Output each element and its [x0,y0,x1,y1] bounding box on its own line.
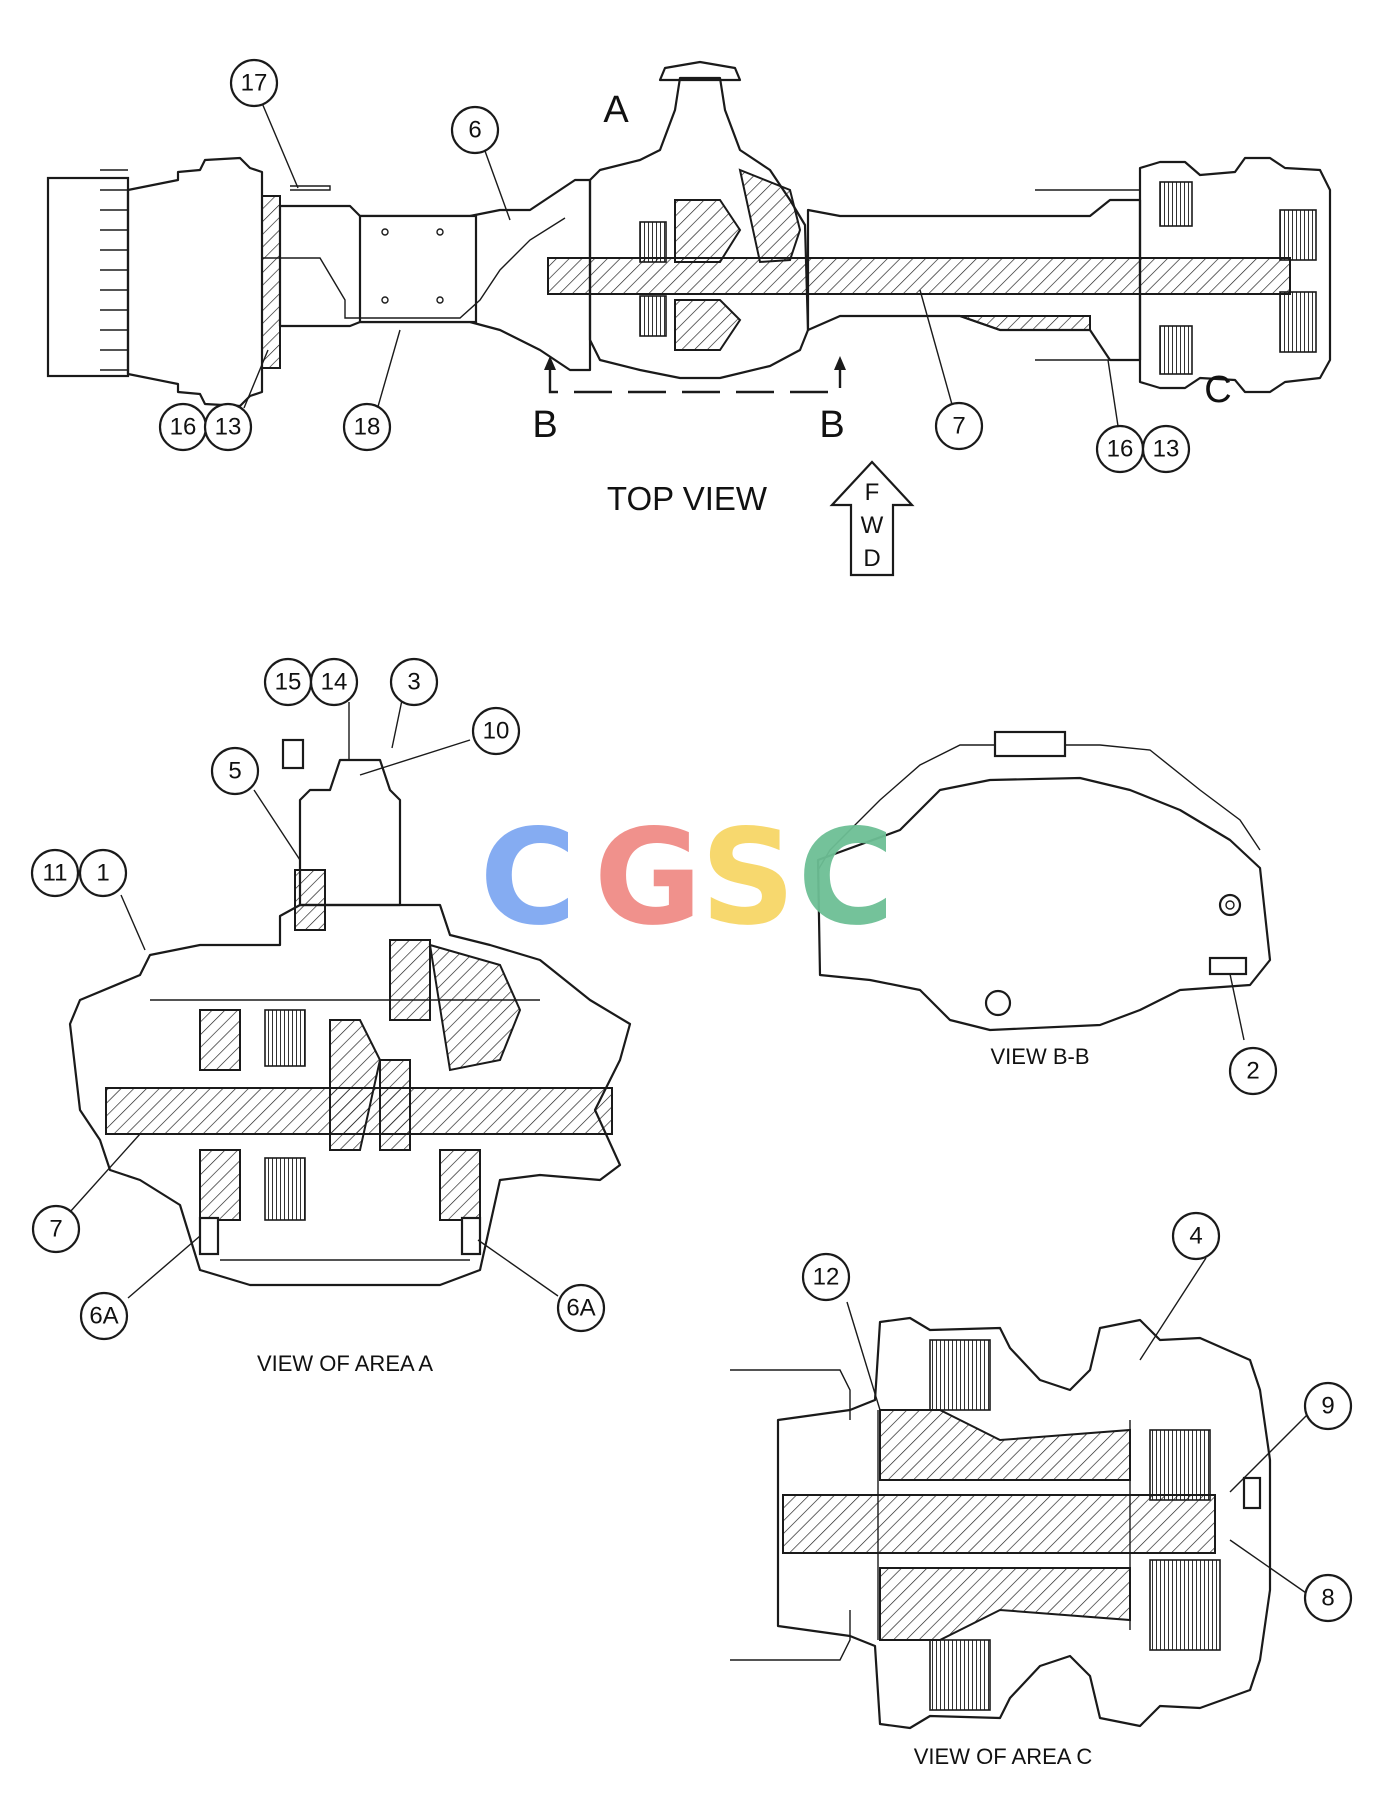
svg-text:4: 4 [1189,1223,1202,1250]
pinion-stack [298,758,402,907]
svg-text:16: 16 [170,414,197,441]
callout-16-right: 16 [1095,424,1145,474]
callouts: 17 6 16 13 18 7 16 13 15 14 3 10 5 11 1 … [30,58,1353,1623]
fwd-letter-d: D [863,545,880,572]
pinion-yoke [658,60,742,82]
callout-2: 2 [1228,1046,1278,1096]
svg-text:3: 3 [407,669,420,696]
hub-bolts [100,169,128,371]
watermark-letter-3: S [700,801,795,955]
view-bb-caption: VIEW B-B [990,1044,1089,1069]
callout-14: 14 [309,657,359,707]
section-label-b-left: B [532,404,557,446]
final-drive-right [1138,156,1332,394]
callout-13-left: 13 [203,402,253,452]
svg-text:13: 13 [215,414,242,441]
view-bb-drawing [816,730,1272,1032]
svg-text:8: 8 [1321,1585,1334,1612]
forward-arrow: F W D [829,460,915,577]
svg-text:13: 13 [1153,436,1180,463]
callout-7-area-a: 7 [31,1204,81,1254]
final-drive-housing [126,156,264,408]
svg-text:6A: 6A [89,1303,118,1330]
guard-plate [358,214,478,324]
svg-text:5: 5 [228,758,241,785]
top-view-drawing [46,60,1332,408]
svg-text:14: 14 [321,669,348,696]
housing-wall-right [959,315,1091,331]
callout-7-top: 7 [934,401,984,451]
svg-text:6: 6 [468,117,481,144]
area-c-caption: VIEW OF AREA C [914,1744,1093,1769]
svg-text:16: 16 [1107,436,1134,463]
svg-text:2: 2 [1246,1058,1259,1085]
svg-text:10: 10 [483,718,510,745]
callout-6: 6 [450,105,500,155]
watermark-letter-4: C [798,801,895,955]
svg-text:12: 12 [813,1264,840,1291]
area-c-drawing [730,1316,1272,1730]
top-view-leaders [243,102,1119,427]
axle-shaft [547,257,1291,295]
top-view-caption: TOP VIEW [607,480,768,517]
area-a-housing [68,903,632,1287]
area-c-guard [730,1369,851,1420]
callout-8: 8 [1303,1573,1353,1623]
area-c-leaders [846,1257,1310,1596]
fwd-letter-f: F [865,479,880,506]
callout-13-right: 13 [1141,424,1191,474]
area-a-shaft [105,1087,613,1135]
area-a-leaders [69,699,559,1299]
svg-text:15: 15 [275,669,302,696]
callout-17: 17 [229,58,279,108]
callout-5: 5 [210,746,260,796]
cgsc-watermark: C G S C [480,801,895,955]
section-line-bb [544,356,846,394]
callout-10: 10 [471,706,521,756]
area-a-caption: VIEW OF AREA A [257,1351,433,1376]
area-c-housing [776,1316,1272,1730]
callout-6a-left: 6A [79,1291,129,1341]
bb-housing [816,776,1272,1032]
callout-1: 1 [78,848,128,898]
callout-15: 15 [263,657,313,707]
callout-18: 18 [342,402,392,452]
svg-text:1: 1 [96,860,109,887]
callout-9: 9 [1303,1381,1353,1431]
brake-ring-left [261,195,281,369]
callout-3: 3 [389,657,439,707]
callout-12: 12 [801,1252,851,1302]
wheel-hub [46,176,130,378]
watermark-letter-2: G [594,801,702,955]
view-bb-leaders [1229,973,1245,1041]
callout-6a-right: 6A [556,1283,606,1333]
callout-4: 4 [1171,1211,1221,1261]
watermark-letter-1: C [480,801,577,955]
svg-text:18: 18 [354,414,381,441]
svg-text:9: 9 [1321,1393,1334,1420]
svg-text:7: 7 [49,1216,62,1243]
callout-11: 11 [30,848,80,898]
svg-text:11: 11 [43,860,68,887]
fwd-letter-w: W [861,512,884,539]
brake-line [262,217,566,319]
svg-text:6A: 6A [566,1295,595,1322]
area-label-a: A [603,89,629,131]
area-a-drawing [68,738,632,1287]
callout-16-left: 16 [158,402,208,452]
section-label-b-right: B [819,404,844,446]
svg-text:7: 7 [952,413,965,440]
area-label-c: C [1204,369,1231,411]
svg-text:17: 17 [241,70,268,97]
area-c-shaft [782,1494,1216,1554]
